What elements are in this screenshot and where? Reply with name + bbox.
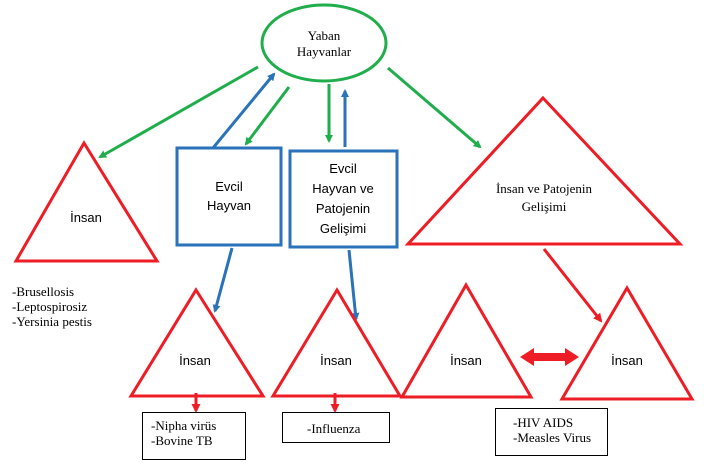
human-mid1-node: İnsan (128, 287, 266, 398)
human-r2-triangle (559, 285, 695, 401)
human-mid2-triangle (270, 287, 403, 398)
arrow-human-dev-to-human (542, 248, 603, 323)
arrow-domestic-to-wild (211, 72, 276, 149)
human-mid1-label: İnsan (179, 353, 211, 368)
human-mid2-label: İnsan (320, 353, 352, 368)
human-left-triangle (13, 140, 160, 263)
left-disease-list: -Brusellosis -Leptospirosiz -Yersinia pe… (12, 284, 132, 329)
human-r2-node: İnsan (559, 285, 695, 401)
domestic-dev-box (288, 149, 399, 249)
domestic-dev-label-4: Gelişimi (320, 221, 366, 236)
wild-animals-label-2: Hayvanlar (297, 44, 352, 59)
human-r2-label: İnsan (611, 353, 643, 368)
domestic-disease-box: -Nipha virüs -Bovine TB (142, 412, 246, 460)
human-dev-triangle (404, 95, 684, 246)
left-disease-1: -Brusellosis (12, 284, 75, 299)
left-disease-3: -Yersinia pestis (12, 314, 92, 329)
human-disease-2: -Measles Virus (513, 430, 592, 445)
wild-animals-ellipse (260, 3, 388, 83)
arrow-domestic-dev-to-human (347, 249, 360, 321)
human-dev-node: İnsan ve Patojenin Gelişimi (404, 95, 684, 246)
arrow-wild-to-domestic (244, 86, 291, 146)
wild-animals-node: Yaban Hayvanlar (260, 3, 388, 83)
human-dev-label-1: İnsan ve Patojenin (496, 181, 593, 196)
human-disease-1: -HIV AIDS (513, 415, 574, 430)
human-r1-triangle (399, 281, 534, 399)
domestic-dev-node: Evcil Hayvan ve Patojenin Gelişimi (288, 149, 399, 249)
domestic-disease-1: -Nipha virüs (151, 418, 217, 433)
arrow-wild-to-human-dev (387, 66, 482, 149)
domestic-dev-label-3: Patojenin (316, 201, 370, 216)
wild-animals-label-1: Yaban (308, 28, 341, 43)
human-dev-label-2: Gelişimi (522, 199, 567, 214)
domestic-animal-node: Evcil Hayvan (175, 146, 283, 247)
double-arrow-humans (520, 348, 579, 366)
human-r1-node: İnsan (399, 281, 534, 399)
arrow-wild-to-human-left (98, 65, 259, 159)
left-disease-2: -Leptospirosiz (12, 299, 88, 314)
domestic-dev-label-1: Evcil (329, 161, 357, 176)
double-arrow-shape (520, 348, 579, 366)
arrow-domestic-to-human (212, 247, 234, 313)
human-left-node: İnsan (13, 140, 160, 263)
domestic-animal-label-1: Evcil (215, 179, 243, 194)
influenza-box: -Influenza (282, 412, 390, 443)
human-mid2-node: İnsan (270, 287, 403, 398)
human-mid1-triangle (128, 287, 266, 398)
domestic-animal-label-2: Hayvan (207, 198, 251, 213)
influenza-item: -Influenza (307, 421, 361, 436)
human-disease-box: -HIV AIDS -Measles Virus (495, 408, 608, 456)
domestic-disease-2: -Bovine TB (151, 433, 213, 448)
human-r1-label: İnsan (450, 353, 482, 368)
domestic-dev-label-2: Hayvan ve (312, 181, 373, 196)
domestic-animal-box (175, 146, 283, 247)
human-left-label: İnsan (70, 210, 102, 225)
